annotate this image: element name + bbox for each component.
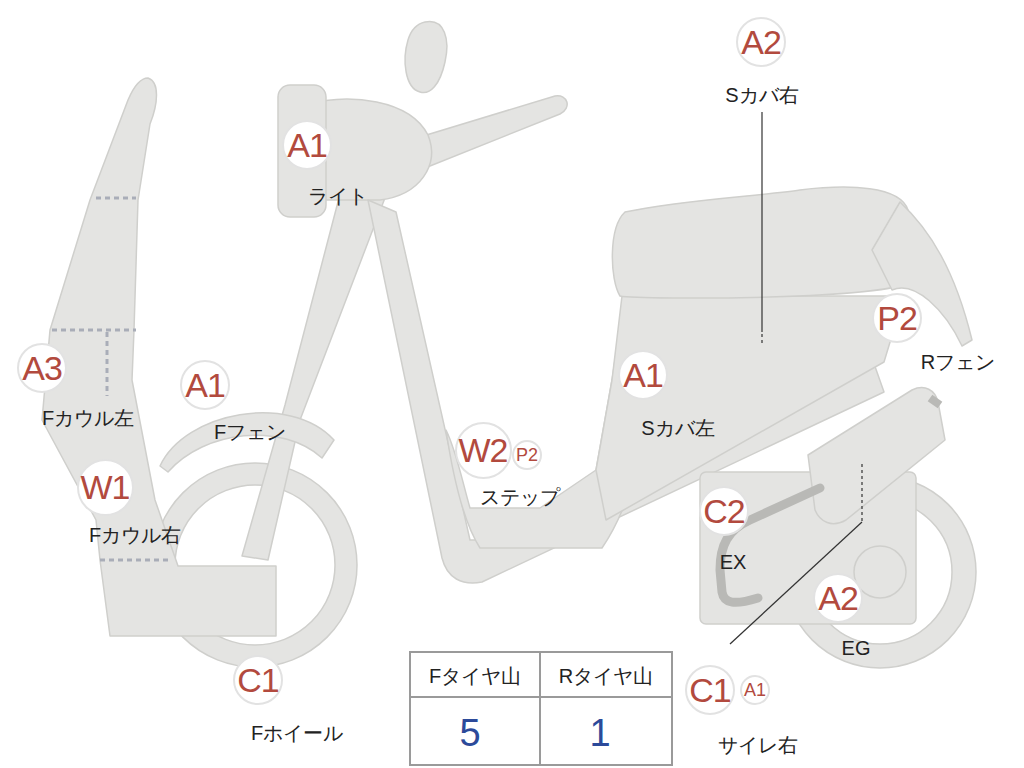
callout-circle: A2Sカバ右: [736, 17, 786, 67]
table-value: 1: [589, 714, 610, 752]
leader-line: [761, 334, 762, 346]
circle-shape: [234, 656, 282, 704]
callout-circle: C1Fホイール: [233, 655, 283, 705]
front-fender: [160, 413, 334, 472]
part-name: ライト: [308, 185, 368, 207]
callout-code: P2: [877, 301, 917, 335]
callout-circle: A1Fフェン: [180, 360, 230, 410]
fork: [242, 175, 388, 560]
part-name: Fフェン: [214, 421, 286, 443]
circle-shape: [456, 423, 511, 478]
muffler-tip: [930, 398, 940, 405]
leader-line: [761, 112, 762, 332]
callout-code: W2: [459, 433, 508, 467]
callout-code: A2: [741, 25, 781, 59]
callout-circle: C1サイレ右: [685, 665, 735, 715]
part-name: Fカウル左: [42, 407, 134, 429]
circle-shape: [741, 676, 769, 704]
table-header: Fタイヤ山: [429, 666, 521, 686]
part-name: Fホイール: [251, 722, 343, 744]
callout-code: P2: [516, 446, 538, 464]
seam-line: [106, 332, 109, 396]
callout-circle: A1: [740, 675, 770, 705]
circle-shape: [18, 344, 66, 392]
circle-shape: [873, 294, 921, 342]
part-name: ステップ: [480, 486, 560, 508]
mirror: [405, 22, 447, 93]
part-name: Sカバ右: [725, 84, 798, 106]
rear-hub: [854, 546, 906, 598]
leader-line: [861, 464, 862, 522]
front-cowl: [42, 78, 276, 636]
table-header: Rタイヤ山: [559, 666, 653, 686]
callout-code: A1: [287, 128, 327, 162]
part-name: EG: [842, 637, 871, 659]
rear-fender: [872, 202, 972, 346]
callout-code: W1: [81, 470, 130, 504]
callout-code: A1: [623, 358, 663, 392]
part-name: EX: [720, 551, 747, 573]
part-name: Sカバ左: [641, 417, 714, 439]
callout-circle: P2: [512, 440, 542, 470]
seam-line: [96, 197, 136, 200]
seam-line: [100, 559, 172, 562]
table-rule: [539, 652, 541, 765]
circle-shape: [700, 487, 748, 535]
callout-circle: A3Fカウル左: [17, 343, 67, 393]
circle-shape: [283, 121, 331, 169]
circle-shape: [619, 351, 667, 399]
circle-shape: [737, 18, 785, 66]
callout-code: C1: [689, 673, 730, 707]
circle-shape: [181, 361, 229, 409]
callout-code: A1: [744, 681, 766, 699]
seam-line: [52, 329, 136, 332]
callout-circle: W1Fカウル右: [77, 459, 134, 516]
callout-circle: A1Sカバ左: [618, 350, 668, 400]
callout-circle: C2EX: [699, 486, 749, 536]
callout-code: A3: [22, 351, 62, 385]
callout-circle: A2EG: [813, 573, 863, 623]
circle-shape: [686, 666, 734, 714]
part-name: サイレ右: [718, 734, 798, 756]
callout-code: C2: [703, 494, 744, 528]
handlebar: [410, 96, 567, 170]
callout-circle: A1ライト: [282, 120, 332, 170]
engine: [700, 472, 916, 624]
part-name: Fカウル右: [89, 524, 181, 546]
muffler: [808, 388, 945, 524]
part-name: Rフェン: [921, 351, 995, 373]
callout-circle: P2Rフェン: [872, 293, 922, 343]
table-frame: [410, 652, 672, 765]
circle-shape: [78, 460, 133, 515]
circle-shape: [513, 441, 541, 469]
callout-circle: W2ステップ: [455, 422, 512, 479]
callout-code: C1: [237, 663, 278, 697]
table-value: 5: [459, 714, 480, 752]
callout-code: A1: [185, 368, 225, 402]
leader-line: [730, 522, 862, 644]
circle-shape: [814, 574, 862, 622]
callout-code: A2: [818, 581, 858, 615]
